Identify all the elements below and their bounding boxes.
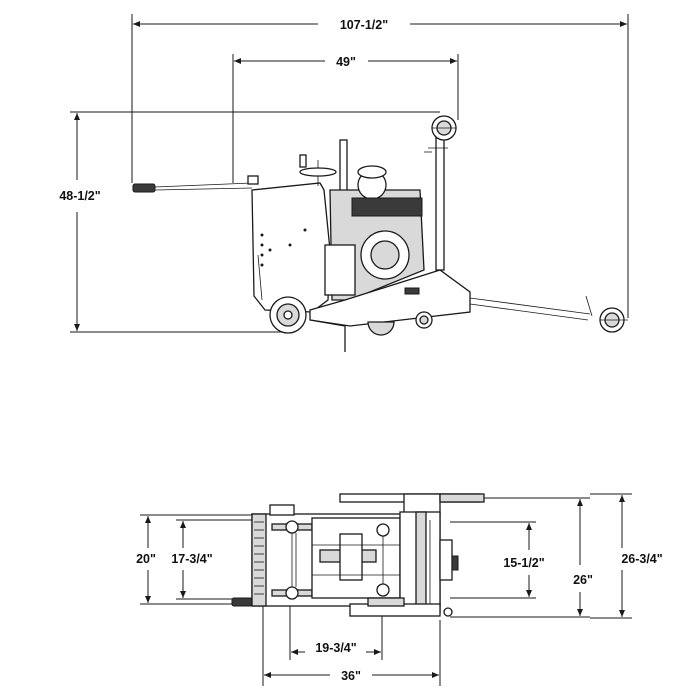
dimension-overall-height: 48-1/2" [59, 111, 440, 333]
saw-top-illustration [231, 493, 485, 617]
dimension-width-c: 15-1/2" [450, 521, 545, 599]
dimension-label-width-c: 15-1/2" [503, 556, 544, 570]
dimension-label-length-a: 19-3/4" [315, 641, 356, 655]
dimension-width-d: 26" [450, 497, 593, 618]
saw-side-illustration [132, 115, 628, 352]
dimension-width-e: 26-3/4" [590, 493, 663, 619]
top-view: 20" 17-3/4" 15-1/2" 26" [136, 493, 663, 686]
dimension-label-overall-height: 48-1/2" [59, 189, 100, 203]
dimension-overall-length: 107-1/2" [131, 14, 629, 318]
side-view: 107-1/2" 49" 48-1/2" [59, 14, 629, 352]
dimension-label-width-a: 20" [136, 552, 156, 566]
dimension-length-a: 19-3/4" [289, 605, 383, 660]
dimension-label-handle-to-wheel: 49" [336, 55, 356, 69]
dimension-handle-to-wheel: 49" [232, 54, 459, 183]
dimension-label-length-b: 36" [341, 669, 361, 683]
dimension-width-b: 17-3/4" [171, 519, 252, 600]
dimension-label-overall-length: 107-1/2" [340, 18, 388, 32]
dimension-length-b: 36" [262, 605, 441, 686]
dimension-label-width-e: 26-3/4" [621, 552, 662, 566]
dimension-label-width-b: 17-3/4" [171, 552, 212, 566]
dimension-label-width-d: 26" [573, 573, 593, 587]
